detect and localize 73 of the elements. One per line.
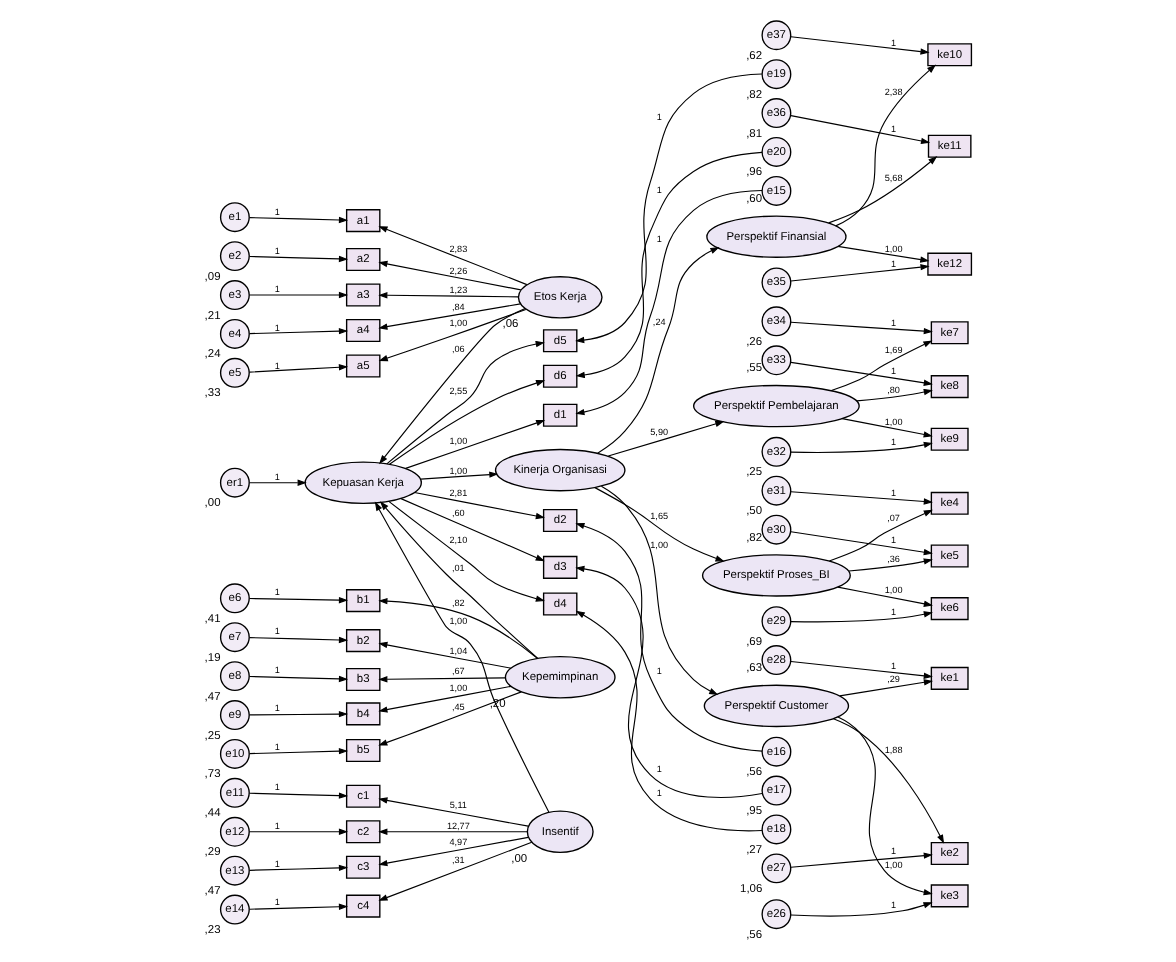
arrow <box>830 340 933 392</box>
arrow <box>575 73 763 344</box>
arrow <box>413 491 545 520</box>
arrow <box>790 660 933 679</box>
arrow <box>248 216 349 224</box>
arrow <box>837 245 930 263</box>
arrow <box>378 597 538 659</box>
arrow <box>379 307 526 465</box>
arrow <box>790 115 931 145</box>
arrow <box>790 361 933 386</box>
arrow <box>790 441 933 453</box>
arrow <box>841 418 933 438</box>
arrow <box>378 828 528 835</box>
arrow <box>790 263 930 282</box>
arrow <box>828 156 938 224</box>
arrow <box>837 586 933 607</box>
arrow <box>848 558 933 572</box>
arrow <box>248 364 349 373</box>
arrow <box>790 491 933 505</box>
arrow <box>248 675 349 683</box>
arrow <box>575 565 763 799</box>
arrow <box>378 303 522 330</box>
arrow <box>248 327 349 335</box>
arrow <box>832 718 945 844</box>
arrow <box>400 498 545 562</box>
arrow <box>378 685 512 713</box>
arrow <box>378 797 529 827</box>
arrow <box>248 291 349 299</box>
arrow <box>248 710 349 718</box>
arrow <box>248 747 349 755</box>
arrow <box>378 260 522 291</box>
arrow <box>248 255 349 263</box>
arrow <box>790 852 933 868</box>
arrow <box>378 292 519 299</box>
arrow <box>856 388 933 402</box>
arrow <box>248 828 349 835</box>
arrow <box>378 641 512 669</box>
arrow <box>378 841 533 901</box>
arrow <box>837 716 933 896</box>
arrow <box>248 596 349 604</box>
arrow <box>790 902 933 917</box>
arrow <box>379 501 539 659</box>
arrow <box>248 864 349 872</box>
arrow <box>839 679 934 697</box>
arrow <box>378 691 522 746</box>
arrow <box>388 380 546 465</box>
arrow <box>828 509 933 562</box>
arrow <box>607 420 725 457</box>
arrow <box>420 471 499 480</box>
arrow <box>405 419 546 469</box>
arrow <box>575 522 763 752</box>
arrow <box>386 340 545 465</box>
arrow <box>248 792 349 799</box>
arrow <box>835 64 937 227</box>
arrow <box>388 500 545 602</box>
arrow <box>575 189 763 416</box>
arrow <box>378 226 528 286</box>
arrow <box>378 308 527 362</box>
arrow <box>378 836 529 867</box>
arrow <box>790 611 933 623</box>
arrow <box>597 247 720 454</box>
arrow <box>790 36 930 55</box>
arrow <box>248 636 349 644</box>
arrow <box>378 676 506 683</box>
arrow <box>374 501 550 813</box>
arrow <box>600 485 719 695</box>
arrow <box>575 610 763 832</box>
arrow <box>575 151 763 379</box>
arrow <box>790 321 933 335</box>
arrow <box>790 531 933 556</box>
arrow <box>594 487 725 562</box>
arrow <box>248 903 349 910</box>
arrow <box>248 479 307 486</box>
